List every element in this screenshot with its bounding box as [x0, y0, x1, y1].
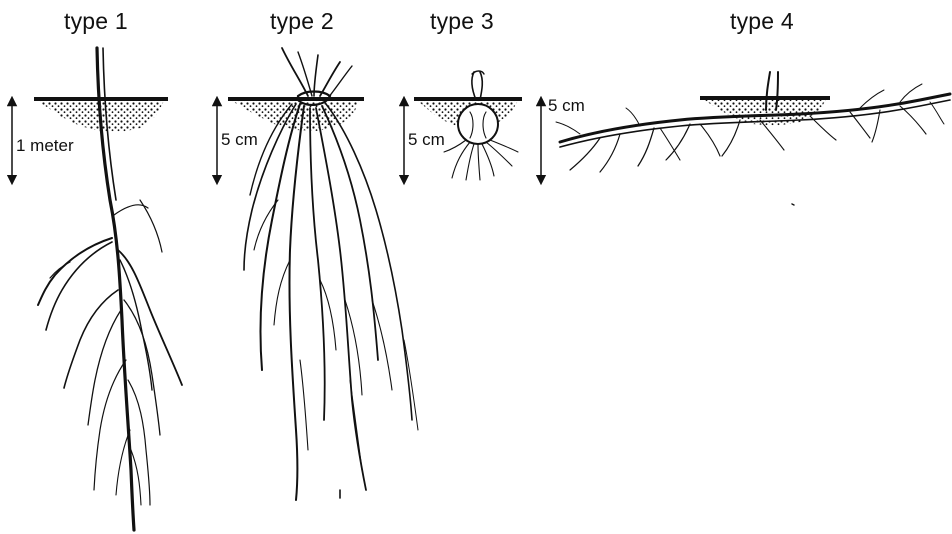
type-3-root-diagram [414, 71, 522, 180]
type-2-root-diagram [228, 48, 418, 500]
type-1-depth-label: 1 meter [15, 136, 75, 155]
type-4-root-diagram [556, 72, 950, 205]
type-1-root-diagram [34, 48, 182, 530]
type-4-depth-label: 5 cm [547, 96, 586, 115]
type-2-depth-label: 5 cm [220, 130, 259, 149]
type-3-depth-label: 5 cm [407, 130, 446, 149]
